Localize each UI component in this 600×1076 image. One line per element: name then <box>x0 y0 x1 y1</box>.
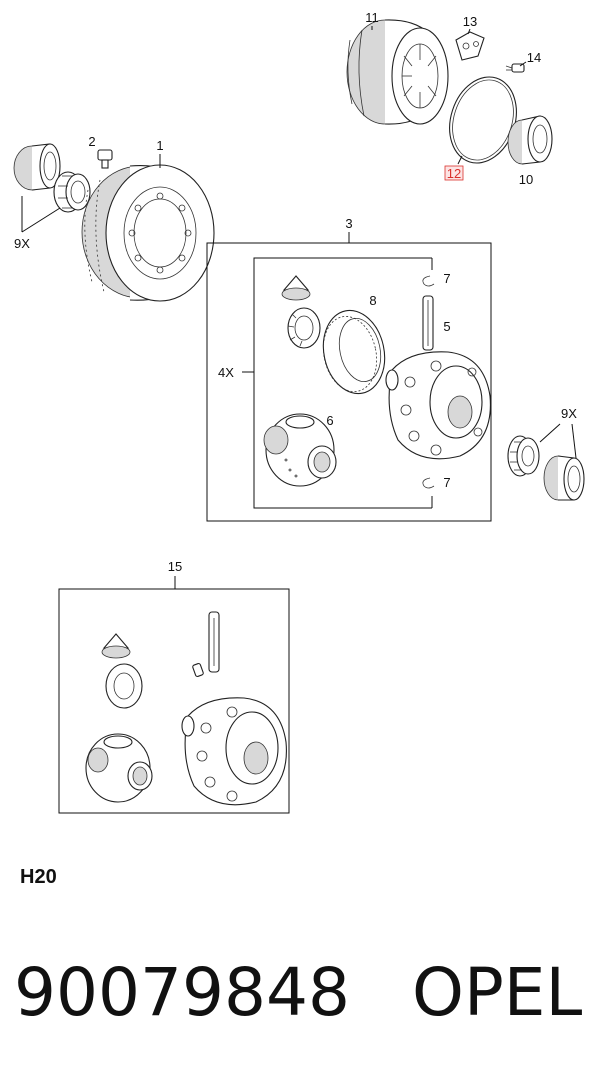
part-10-bearing <box>507 115 553 165</box>
part-4-side-gear <box>287 307 321 349</box>
assembly-box-3 <box>206 242 492 522</box>
callout-9x-right: 9X <box>561 406 577 421</box>
assembly-box-15 <box>58 588 290 814</box>
callout-8: 8 <box>369 293 376 308</box>
diagram-code: H20 <box>20 866 57 888</box>
part-15-pin <box>192 611 220 677</box>
part-13-bracket <box>455 31 485 61</box>
part-14-bolt <box>505 63 525 73</box>
part-15-differential-cross <box>85 733 153 803</box>
part-5-pin <box>422 295 434 351</box>
callout-14: 14 <box>527 50 541 65</box>
part-1-final-drive-gear <box>81 164 215 302</box>
part-number: 90079848 <box>14 954 350 1031</box>
callout-7-top: 7 <box>443 271 450 286</box>
part-4-pinion-gear-top <box>281 275 311 301</box>
callout-12: 12 <box>447 166 461 181</box>
part-15-pinion-gear <box>101 633 131 659</box>
callout-13: 13 <box>463 14 477 29</box>
part-8-ring-gear <box>322 309 386 395</box>
callout-5: 5 <box>443 319 450 334</box>
part-6-differential-cross <box>263 413 337 487</box>
callout-9x-left: 9X <box>14 236 30 251</box>
part-differential-case <box>385 351 491 460</box>
part-7-clip-top <box>422 275 435 287</box>
callout-3: 3 <box>345 216 352 231</box>
callout-15: 15 <box>168 559 182 574</box>
callout-11: 11 <box>365 10 379 25</box>
part-9-tapered-roller-right <box>507 435 540 477</box>
callout-10: 10 <box>519 172 533 187</box>
part-11-ring-housing <box>346 19 449 125</box>
part-9-bearing-left <box>13 143 61 191</box>
callout-6: 6 <box>326 413 333 428</box>
callout-12-highlight-box <box>444 165 464 181</box>
callout-7-bottom: 7 <box>443 475 450 490</box>
part-9-bearing-right <box>543 455 585 501</box>
callout-4x: 4X <box>218 365 234 380</box>
part-7-clip-bottom <box>422 477 435 489</box>
part-15-side-gear <box>105 663 143 709</box>
part-15-differential-case <box>181 697 287 806</box>
footer: 90079848 OPEL <box>14 948 594 1038</box>
callout-1: 1 <box>156 138 163 153</box>
brand-name: OPEL <box>412 954 583 1031</box>
part-9-tapered-roller-left <box>53 171 91 213</box>
exploded-parts-diagram: 11 13 14 12 10 <box>13 10 585 814</box>
callout-2: 2 <box>88 134 95 149</box>
part-2-bolt <box>97 149 113 169</box>
